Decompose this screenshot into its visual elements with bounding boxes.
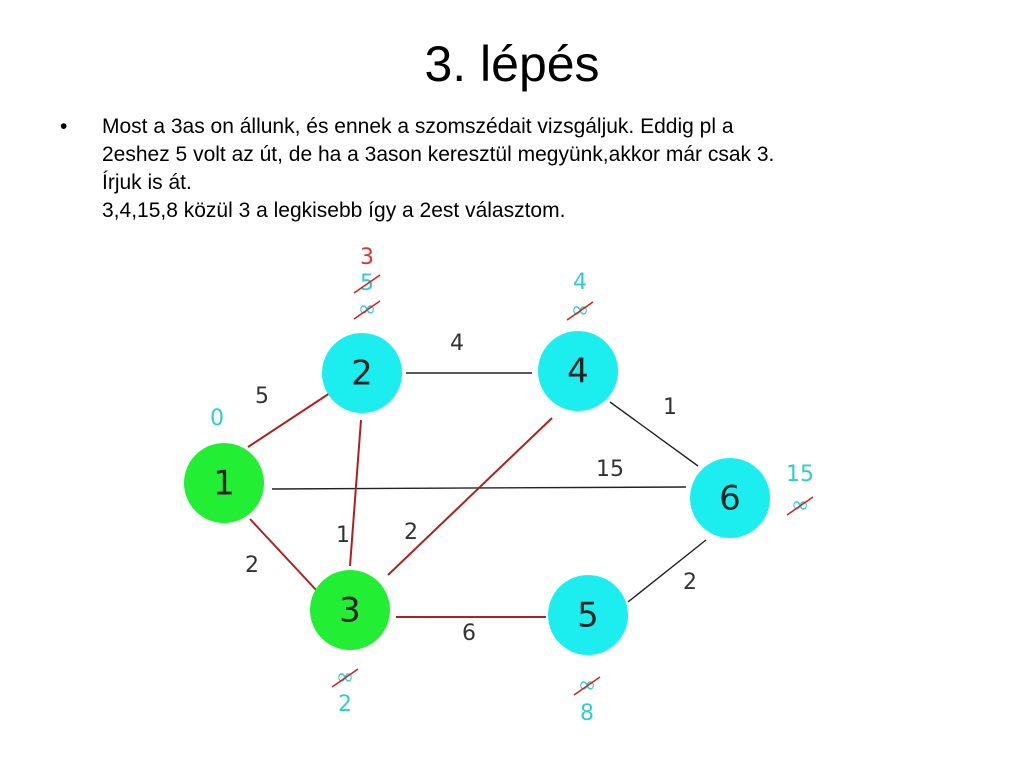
edge-weight-3-5: 6 [462, 621, 476, 646]
node-label-1: 1 [213, 464, 235, 504]
bullet-marker: • [60, 115, 68, 138]
slide-title: 3. lépés [424, 36, 600, 92]
bullet-line: Írjuk is át. [102, 171, 192, 194]
edge-weight-1-3: 2 [245, 553, 259, 578]
edge-weight-2-4: 4 [450, 331, 464, 356]
node-label-2: 2 [351, 354, 373, 394]
node-3 [310, 570, 390, 650]
strike-mark-5 [573, 676, 601, 696]
bullet-line: Most a 3as on állunk, és ennek a szomszé… [102, 115, 734, 138]
distance-label-2: 3 [360, 245, 374, 270]
distance-label-4: 4 [573, 270, 587, 295]
distance-label-5: 8 [580, 701, 594, 726]
edge-weight-5-6: 2 [683, 570, 697, 595]
edge-weight-1-6: 15 [596, 457, 624, 482]
strike-mark-6 [786, 496, 814, 516]
bullet-line: 3,4,15,8 közül 3 a legkisebb így a 2est … [102, 199, 566, 222]
node-1 [184, 443, 264, 523]
node-4 [538, 331, 618, 411]
node-label-3: 3 [339, 591, 361, 631]
node-label-4: 4 [567, 352, 589, 392]
edge-weight-1-2: 5 [255, 384, 269, 409]
distance-label-3: 2 [338, 692, 352, 717]
node-2 [322, 333, 402, 413]
strike-mark-2 [353, 300, 381, 320]
edge-weight-2-3: 1 [336, 523, 350, 548]
strike-mark-3 [331, 668, 359, 688]
edge-weight-3-4: 2 [404, 520, 418, 545]
edge-3-4 [387, 417, 553, 576]
edge-4-6 [609, 401, 699, 467]
node-label-5: 5 [577, 596, 599, 636]
bullet-line: 2eshez 5 volt az út, de ha a 3ason keres… [102, 143, 775, 166]
node-label-6: 6 [719, 479, 741, 519]
edge-weight-4-6: 1 [663, 395, 677, 420]
edge-5-6 [627, 539, 707, 603]
distance-label-1: 0 [210, 406, 224, 431]
node-6 [690, 458, 770, 538]
node-5 [548, 575, 628, 655]
edge-1-3 [249, 518, 319, 593]
bullet-text: Most a 3as on állunk, és ennek a szomszé… [102, 113, 982, 225]
strike-mark-2 [353, 274, 381, 294]
edge-1-2 [247, 392, 331, 448]
distance-label-6: 15 [786, 462, 814, 487]
strike-mark-4 [566, 301, 594, 321]
edge-2-3 [349, 419, 362, 567]
